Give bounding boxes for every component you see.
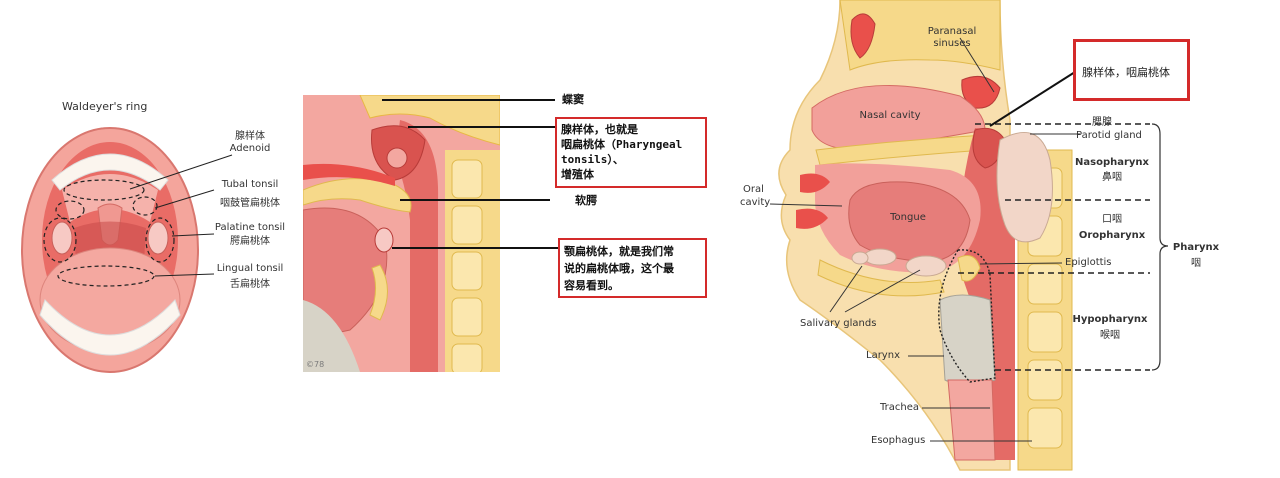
label-epiglottis: Epiglottis [1065,257,1112,268]
salivary-gland-3 [851,251,869,265]
note-palatine-line3: 容易看到。 [564,279,619,292]
label-oropharynx: Oropharynx [1078,230,1146,241]
note-palatine-line1: 颚扁桃体，就是我们常 [564,245,674,258]
note-soft-palate: 软腭 [575,194,597,207]
label-hypopharynx-cn: 喉咽 [1100,330,1120,341]
label-palatine-cn: 腭扁桃体 [230,236,270,247]
note-palatine-box: 颚扁桃体，就是我们常 说的扁桃体哦，这个最 容易看到。 [558,238,707,298]
pharynx-dotted-outline [938,249,996,383]
label-oral: Oral [743,184,764,195]
label-nasal-cavity: Nasal cavity [859,110,921,121]
label-hypopharynx: Hypopharynx [1072,314,1148,325]
leader-adenoid [129,154,233,190]
label-lingual-en: Lingual tonsil [216,263,284,274]
palatine-region-right [145,217,175,263]
label-oropharynx-cn: 口咽 [1102,214,1122,225]
label-adenoid-en: Adenoid [229,143,271,154]
label-adenoid-cn: 腺样体 [235,131,265,142]
tubal-tonsil-region-left [55,200,85,220]
sphenoid-sinus [961,75,1001,109]
label-trachea: Trachea [880,402,919,413]
note-adenoid-line4: 增殖体 [561,168,594,181]
label-nasopharynx: Nasopharynx [1075,157,1149,168]
label-larynx: Larynx [866,350,900,361]
label-sinuses: sinuses [933,38,971,49]
lingual-tonsil-region [57,265,155,287]
pharynx-bracket [1151,123,1169,371]
label-parotid: Parotid gland [1076,130,1142,141]
label-parotid-cn: 腮腺 [1092,117,1112,128]
label-paranasal: Paranasal [927,26,977,37]
label-tubal-cn: 咽鼓管扁桃体 [220,198,280,209]
tongue-shape [848,181,971,263]
note-sphenoid: 蝶窦 [562,93,584,106]
trachea [947,379,996,461]
parotid-gland [996,131,1053,243]
leader-lingual [154,273,215,277]
upper-teeth [51,153,169,191]
label-pharynx: Pharynx [1172,242,1220,253]
label-pharynx-cn: 咽 [1191,258,1201,269]
label-salivary: Salivary glands [800,318,877,329]
mouth-title: Waldeyer's ring [62,100,148,113]
note-adenoid-line1: 腺样体，也就是 [561,123,638,136]
label-esophagus: Esophagus [871,435,926,446]
note-adenoid-box: 腺样体，也就是 咽扁桃体（Pharyngeal tonsils）、 增殖体 [555,117,707,188]
label-nasopharynx-cn: 鼻咽 [1102,172,1122,183]
leader-tubal [154,189,215,209]
callout-adenoid-box: 腺样体，咽扁桃体 [1073,39,1190,101]
frontal-sinus [850,13,876,59]
label-palatine-en: Palatine tonsil [214,222,286,233]
note-adenoid-line3: tonsils）、 [561,153,624,166]
label-tubal-en: Tubal tonsil [221,179,279,190]
lower-teeth [39,299,181,356]
larynx [939,294,996,386]
note-adenoid-line2: 咽扁桃体（Pharyngeal [561,138,683,151]
label-cavity: cavity [740,197,771,208]
salivary-gland-1 [863,248,897,266]
section-watermark: ©78 [306,360,324,369]
tubal-tonsil-region-right [132,196,158,216]
adenoid-region [63,179,145,201]
label-lingual-cn: 舌扁桃体 [230,279,270,290]
leader-palatine [171,233,215,237]
note-palatine-line2: 说的扁桃体哦，这个最 [564,262,674,275]
salivary-gland-2 [905,255,947,277]
palatine-tonsil-left [51,221,73,255]
palatine-tonsil-right [147,221,169,255]
palatine-region-left [43,217,77,263]
label-tongue: Tongue [890,212,926,223]
callout-adenoid-text: 腺样体，咽扁桃体 [1082,66,1170,79]
